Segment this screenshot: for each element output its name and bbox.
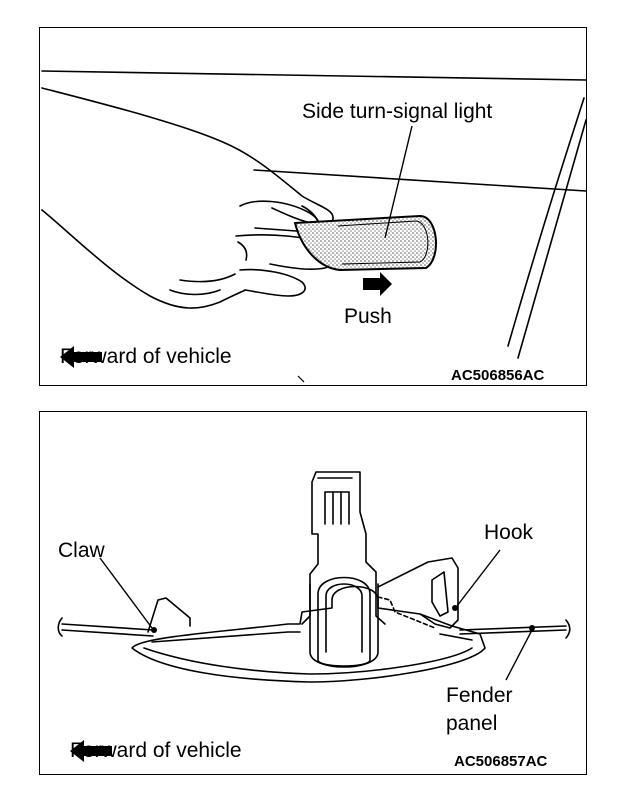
figure-removal-push: Side turn-signal light Push Forward of v… [39,27,587,386]
middle-finger [239,268,306,297]
hand-pushing-light-illustration [41,70,586,383]
forward-indicator: Forward of vehicle [70,739,242,762]
arrow-left-icon [70,740,112,762]
figure-cross-section: Claw Hook Fender panel Forward of vehicl… [39,411,587,775]
label-fender: Fender [446,684,513,707]
forward-label: Forward of vehicle [70,739,242,762]
palm-crease [179,273,236,283]
fender-panel-line [61,623,154,631]
body-crease-line-2 [253,169,586,192]
label-side-turn-signal-light: Side turn-signal light [302,100,493,123]
fender-panel-line-2 [61,629,154,637]
arrow-left-icon [60,346,102,368]
bulb [317,576,371,667]
label-claw: Claw [58,539,105,562]
body-crease-line [41,70,586,81]
forward-indicator: Forward of vehicle [60,345,232,368]
label-panel: panel [446,712,498,735]
leader-line-claw [99,557,153,629]
turn-signal-light-lens [293,214,438,272]
lens-housing-inner [143,647,473,675]
bulb-socket [301,471,386,625]
fender-panel-line-right [459,625,567,631]
label-hook: Hook [484,521,534,544]
figure-code: AC506856AC [451,367,545,384]
leader-line-fender [505,629,533,681]
thumb-nail [301,205,319,223]
knuckle-line [169,289,221,296]
push-arrow-icon [363,272,392,296]
label-push: Push [344,305,392,328]
door-edge-line-1 [507,97,585,347]
figure-code: AC506857AC [454,753,548,770]
hook-arm [377,557,459,629]
palm-lower [41,209,246,309]
claw [147,597,191,633]
leader-line-hook [456,549,501,607]
leader-line-light [384,125,413,239]
cross-section-illustration [57,471,571,683]
forward-label: Forward of vehicle [60,345,232,368]
door-edge-line-2 [517,119,586,359]
finger-crease [237,241,248,261]
